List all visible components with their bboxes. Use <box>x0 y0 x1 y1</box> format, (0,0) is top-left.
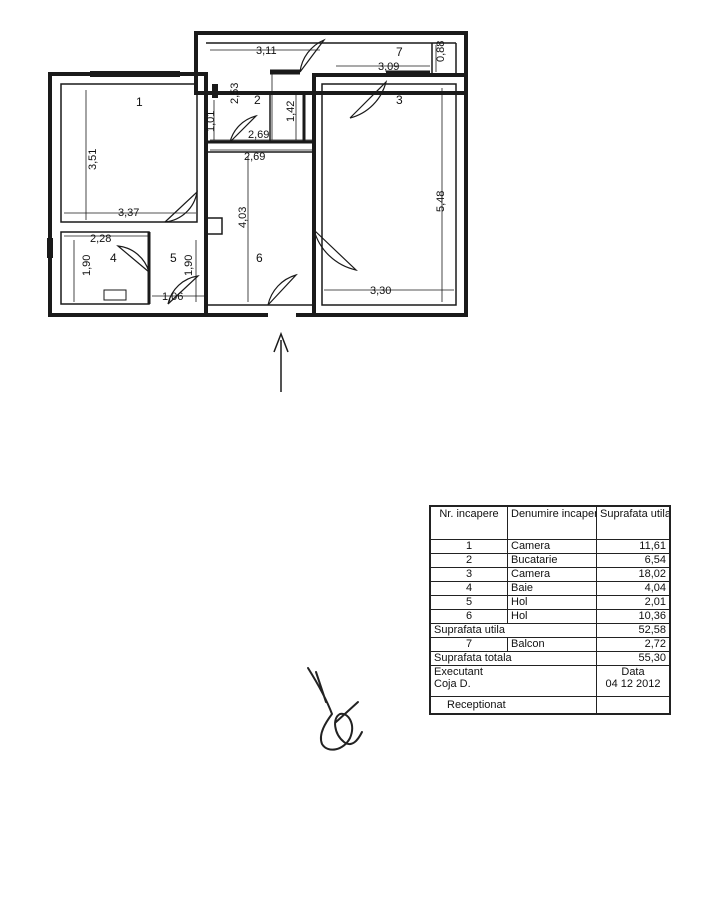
wall-room-3-inner <box>321 83 457 306</box>
room-label-6: 6 <box>256 251 263 265</box>
receptionat-value <box>596 696 670 714</box>
dim-2-28: 2,28 <box>90 233 111 245</box>
dim-1-90-hall: 1,90 <box>183 255 195 276</box>
header-nr: Nr. incapere <box>430 506 508 540</box>
data-label: Data <box>621 666 645 679</box>
executant-name: Coja D. <box>434 678 471 690</box>
row-area: 18,02 <box>596 567 670 582</box>
row-name: Camera <box>507 567 597 582</box>
table-row: 7 Balcon 2,72 <box>430 637 670 652</box>
dim-4-03: 4,03 <box>237 207 249 228</box>
row-name: Hol <box>507 609 597 624</box>
dim-2-69-lower: 2,69 <box>244 151 265 163</box>
row-area: 11,61 <box>596 539 670 554</box>
executant-row: Executant Coja D. Data 04 12 2012 <box>430 665 670 697</box>
executant-label: Executant <box>434 666 483 679</box>
data-value: 04 12 2012 <box>605 678 661 690</box>
door-hall-3 <box>313 229 358 272</box>
dim-1-01: 1,01 <box>205 111 217 132</box>
dim-0-88: 0,88 <box>435 41 447 62</box>
row-area: 2,01 <box>596 595 670 610</box>
row-area: 10,36 <box>596 609 670 624</box>
wall-top-block <box>194 31 468 95</box>
dim-5-48: 5,48 <box>435 191 447 212</box>
dim-2-53: 2,53 <box>229 83 241 104</box>
header-denumire: Denumire incapere <box>507 506 597 540</box>
dim-3-09: 3,09 <box>378 61 399 73</box>
row-nr: 2 <box>430 553 508 568</box>
door-swings <box>116 38 388 306</box>
room-label-3: 3 <box>396 93 403 107</box>
room-label-1: 1 <box>136 95 143 109</box>
door-hall-5 <box>167 275 200 305</box>
wall-room-1 <box>60 83 198 223</box>
dim-3-11: 3,11 <box>256 45 277 57</box>
executant-cell: Executant Coja D. <box>430 665 597 697</box>
row-area: 2,72 <box>596 637 670 652</box>
util-row: Suprafata utila 52,58 <box>430 623 670 638</box>
row-nr: 4 <box>430 581 508 596</box>
room-label-2: 2 <box>254 93 261 107</box>
total-label: Suprafata totala <box>430 651 597 666</box>
bathtub-fixture <box>103 289 127 301</box>
receptionat-row: Receptionat <box>430 696 670 714</box>
row-name: Baie <box>507 581 597 596</box>
radiator-fixture <box>212 84 218 98</box>
wall-room-3 <box>312 73 468 317</box>
area-legend-table: Nr. incapere Denumire incapere Suprafata… <box>429 505 671 715</box>
table-row: 2 Bucatarie 6,54 <box>430 553 670 568</box>
shaft-fixture <box>205 217 223 235</box>
door-room-1 <box>164 190 198 223</box>
table-row: 4 Baie 4,04 <box>430 581 670 596</box>
signature <box>307 667 363 751</box>
row-nr: 3 <box>430 567 508 582</box>
dim-1-06: 1,06 <box>162 291 183 303</box>
util-label: Suprafata utila <box>430 623 597 638</box>
door-bath <box>116 245 150 273</box>
total-row: Suprafata totala 55,30 <box>430 651 670 666</box>
dim-1-42: 1,42 <box>285 101 297 122</box>
entrance-arrow <box>273 331 289 392</box>
door-kitchen <box>229 114 258 143</box>
dim-3-30: 3,30 <box>370 285 391 297</box>
room-label-4: 4 <box>110 251 117 265</box>
dim-1-90-bath: 1,90 <box>81 255 93 276</box>
util-value: 52,58 <box>596 623 670 638</box>
walls <box>47 31 468 317</box>
table-row: 3 Camera 18,02 <box>430 567 670 582</box>
door-balcony <box>299 38 326 73</box>
dim-2-69-upper: 2,69 <box>248 129 269 141</box>
row-name: Camera <box>507 539 597 554</box>
row-nr: 7 <box>430 637 508 652</box>
receptionat-label: Receptionat <box>430 696 597 714</box>
table-row: 1 Camera 11,61 <box>430 539 670 554</box>
dim-3-37: 3,37 <box>118 207 139 219</box>
room-label-7: 7 <box>396 45 403 59</box>
wall-left-block <box>48 72 208 317</box>
row-name: Bucatarie <box>507 553 597 568</box>
row-area: 4,04 <box>596 581 670 596</box>
table-row: 6 Hol 10,36 <box>430 609 670 624</box>
data-cell: Data 04 12 2012 <box>596 665 670 697</box>
room-label-5: 5 <box>170 251 177 265</box>
door-room-3 <box>349 80 388 119</box>
table-row: 5 Hol 2,01 <box>430 595 670 610</box>
row-nr: 1 <box>430 539 508 554</box>
row-nr: 6 <box>430 609 508 624</box>
header-suprafata: Suprafata utila(mp) <box>596 506 670 540</box>
door-entrance <box>267 273 298 306</box>
row-nr: 5 <box>430 595 508 610</box>
row-name: Hol <box>507 595 597 610</box>
total-value: 55,30 <box>596 651 670 666</box>
row-area: 6,54 <box>596 553 670 568</box>
dim-3-51: 3,51 <box>87 149 99 170</box>
dimension-lines <box>64 45 454 302</box>
row-name: Balcon <box>507 637 597 652</box>
